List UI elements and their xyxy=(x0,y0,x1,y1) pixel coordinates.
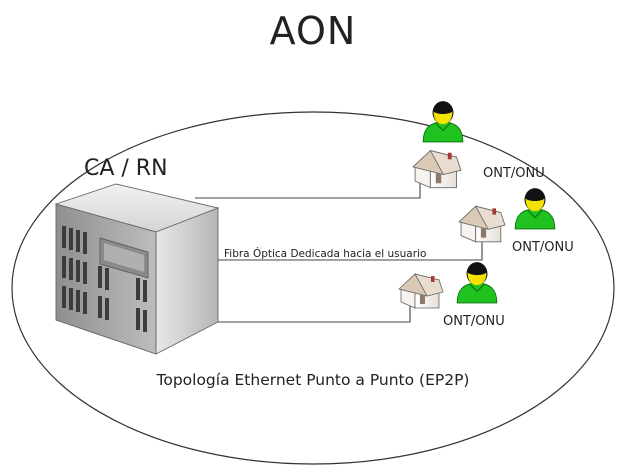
user-icon xyxy=(456,261,498,304)
fiber-links xyxy=(195,180,483,323)
fiber-link-3 xyxy=(210,306,411,323)
central-office-label: CA / RN xyxy=(84,156,168,181)
subscriber-label-1: ONT/ONU xyxy=(483,166,545,181)
house-icon xyxy=(458,205,506,243)
house-icon xyxy=(412,149,462,189)
fiber-link-2 xyxy=(210,237,483,261)
user-icon xyxy=(422,100,464,143)
topology-label: Topología Ethernet Punto a Punto (EP2P) xyxy=(156,371,470,389)
house-icon xyxy=(398,273,444,309)
user-icon xyxy=(514,187,556,230)
fiber-link-1 xyxy=(195,180,421,199)
subscriber-label-2: ONT/ONU xyxy=(512,240,574,255)
fiber-label: Fibra Óptica Dedicada hacia el usuario xyxy=(224,248,427,260)
server-icon xyxy=(54,183,220,355)
diagram-title: AON xyxy=(269,9,357,53)
boundary-ellipse xyxy=(11,111,615,465)
subscriber-label-3: ONT/ONU xyxy=(443,314,505,329)
